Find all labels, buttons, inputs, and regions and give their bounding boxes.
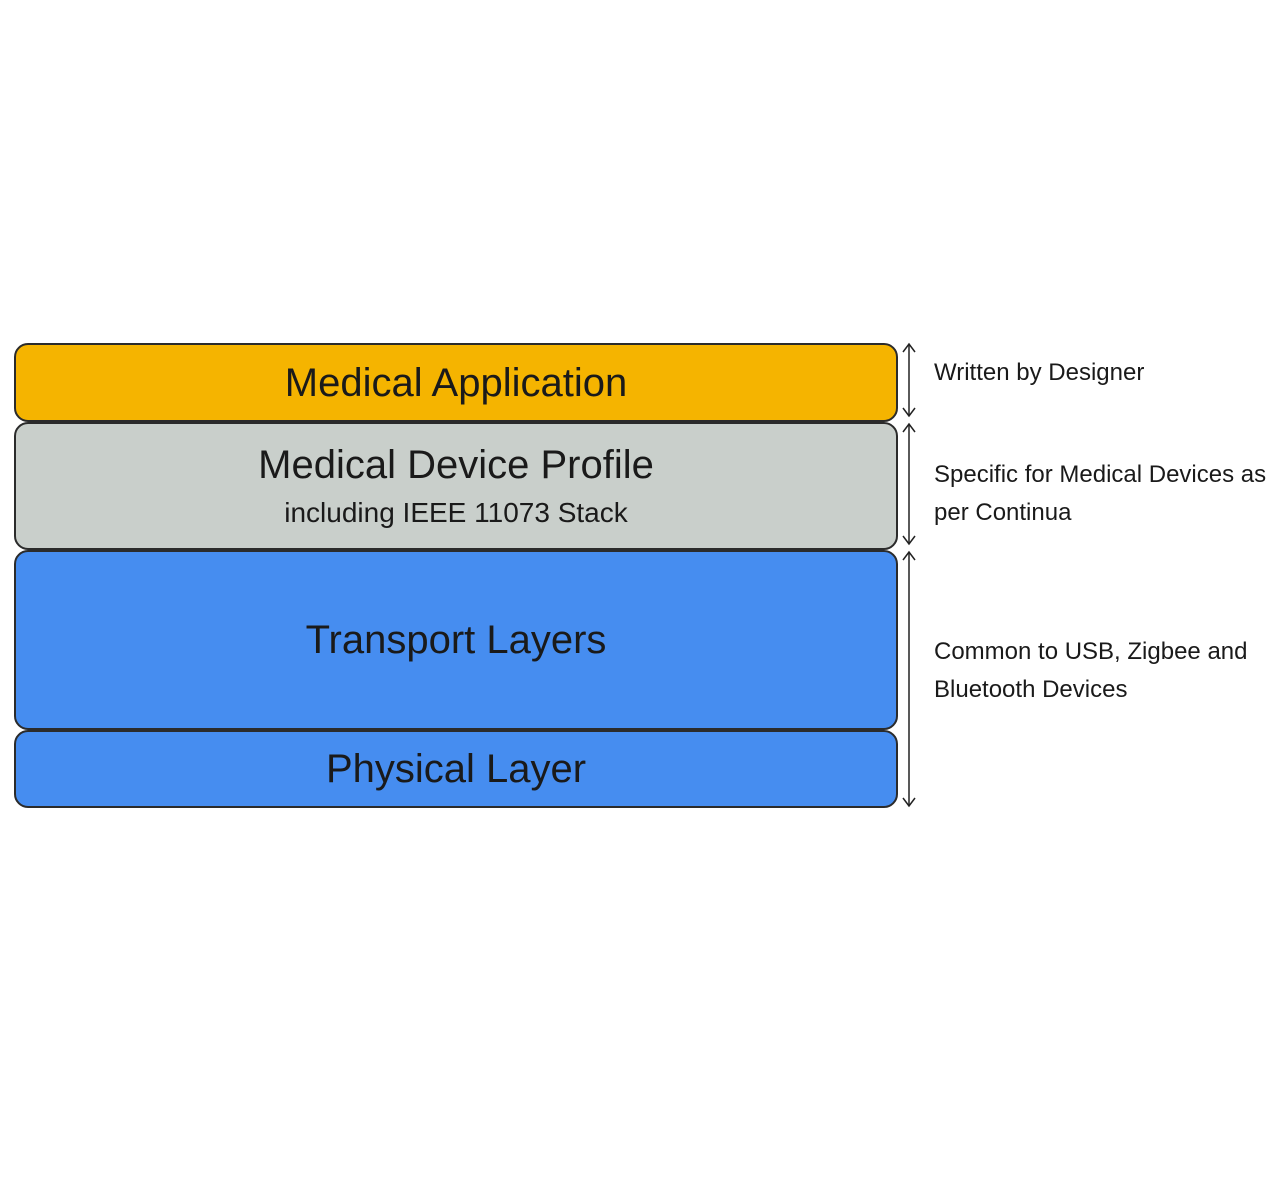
layer-title: Transport Layers <box>305 618 607 662</box>
layer-subtitle: including IEEE 11073 Stack <box>284 497 628 529</box>
layer-title: Physical Layer <box>325 747 587 791</box>
annotation-specific-medical-devices: Specific for Medical Devices as per Cont… <box>934 461 1267 526</box>
double-arrow-icon <box>902 422 916 546</box>
layer-medical-application: Medical Application <box>14 343 898 422</box>
double-arrow-icon <box>902 342 916 418</box>
layer-transport-layers: Transport Layers <box>14 550 898 730</box>
layer-title: Medical Application <box>284 360 628 405</box>
double-arrow-icon <box>902 550 916 808</box>
annotation-common-devices: Common to USB, Zigbee and Bluetooth Devi… <box>934 638 1248 703</box>
layer-medical-device-profile: Medical Device Profile including IEEE 11… <box>14 422 898 550</box>
layer-title: Medical Device Profile <box>258 443 654 488</box>
dimension-arrows <box>902 342 916 808</box>
annotation-written-by-designer: Written by Designer <box>934 359 1145 386</box>
layer-physical-layer: Physical Layer <box>14 730 898 808</box>
